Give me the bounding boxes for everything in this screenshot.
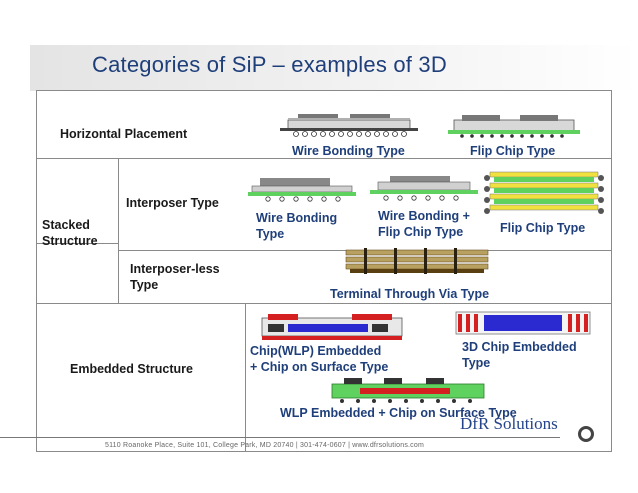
label-3d-chip-embedded-line1: 3D Chip Embedded xyxy=(462,340,577,354)
row-label-stacked-line1: Stacked xyxy=(42,218,90,232)
column-divider xyxy=(245,303,246,452)
label-wire-bonding-flip-chip: Wire Bonding + Flip Chip Type xyxy=(378,209,470,240)
label-flip-chip-type: Flip Chip Type xyxy=(470,144,556,158)
label-wire-bonding-flip-chip-line1: Wire Bonding + xyxy=(378,209,470,223)
label-wire-bonding-type: Wire Bonding Type xyxy=(292,144,405,158)
label-wire-bonding-line1: Wire Bonding xyxy=(256,211,338,225)
terminal-through-via-diagram xyxy=(345,248,489,274)
table-frame xyxy=(36,90,612,452)
label-3d-chip-embedded-line2: Type xyxy=(462,355,491,370)
label-terminal-through-via: Terminal Through Via Type xyxy=(330,287,490,301)
footer-divider xyxy=(0,437,560,438)
row-label-interposer: Interposer Type xyxy=(126,196,219,210)
label-chip-wlp-embedded-line2: + Chip on Surface Type xyxy=(250,359,389,374)
wlp-embedded-diagram xyxy=(331,378,485,403)
row-divider xyxy=(36,243,118,244)
row-label-interposer-less-line2: Type xyxy=(130,277,159,292)
interposer-wire-bonding-flip-chip-diagram xyxy=(370,176,478,201)
flip-chip-package-diagram xyxy=(448,115,580,138)
title-bar xyxy=(30,45,638,91)
company-logo: DfR Solutions xyxy=(460,414,558,433)
wire-bonding-package-diagram xyxy=(280,114,418,137)
footer-address: 5110 Roanoke Place, Suite 101, College P… xyxy=(105,442,424,449)
interposer-wire-bonding-diagram xyxy=(248,178,356,202)
logo-ring-icon xyxy=(578,426,594,442)
label-wlp-embedded: WLP Embedded + Chip on Surface Type xyxy=(280,406,517,420)
row-label-horizontal: Horizontal Placement xyxy=(60,127,188,141)
label-chip-wlp-embedded: Chip(WLP) Embedded + Chip on Surface Typ… xyxy=(250,344,388,375)
row-divider xyxy=(36,158,612,159)
row-label-interposer-less: Interposer-less Type xyxy=(130,262,220,293)
label-wire-bonding: Wire Bonding Type xyxy=(256,211,337,242)
column-divider xyxy=(118,158,119,303)
row-divider xyxy=(36,303,612,304)
row-label-embedded: Embedded Structure xyxy=(70,362,193,376)
row-label-stacked: Stacked Structure xyxy=(42,218,98,249)
label-3d-chip-embedded: 3D Chip Embedded Type xyxy=(462,340,577,371)
label-wire-bonding-line2: Type xyxy=(256,226,285,241)
3d-chip-embedded-diagram xyxy=(455,311,591,335)
label-chip-wlp-embedded-line1: Chip(WLP) Embedded xyxy=(250,344,382,358)
interposer-flip-chip-stack-diagram xyxy=(484,171,604,214)
label-flip-chip-type-stacked: Flip Chip Type xyxy=(500,221,586,235)
row-label-stacked-line2: Structure xyxy=(42,233,98,248)
row-label-interposer-less-line1: Interposer-less xyxy=(130,262,220,276)
chip-wlp-embedded-diagram xyxy=(261,314,403,340)
page-title: Categories of SiP – examples of 3D xyxy=(92,52,447,77)
label-wire-bonding-flip-chip-line2: Flip Chip Type xyxy=(378,224,464,239)
